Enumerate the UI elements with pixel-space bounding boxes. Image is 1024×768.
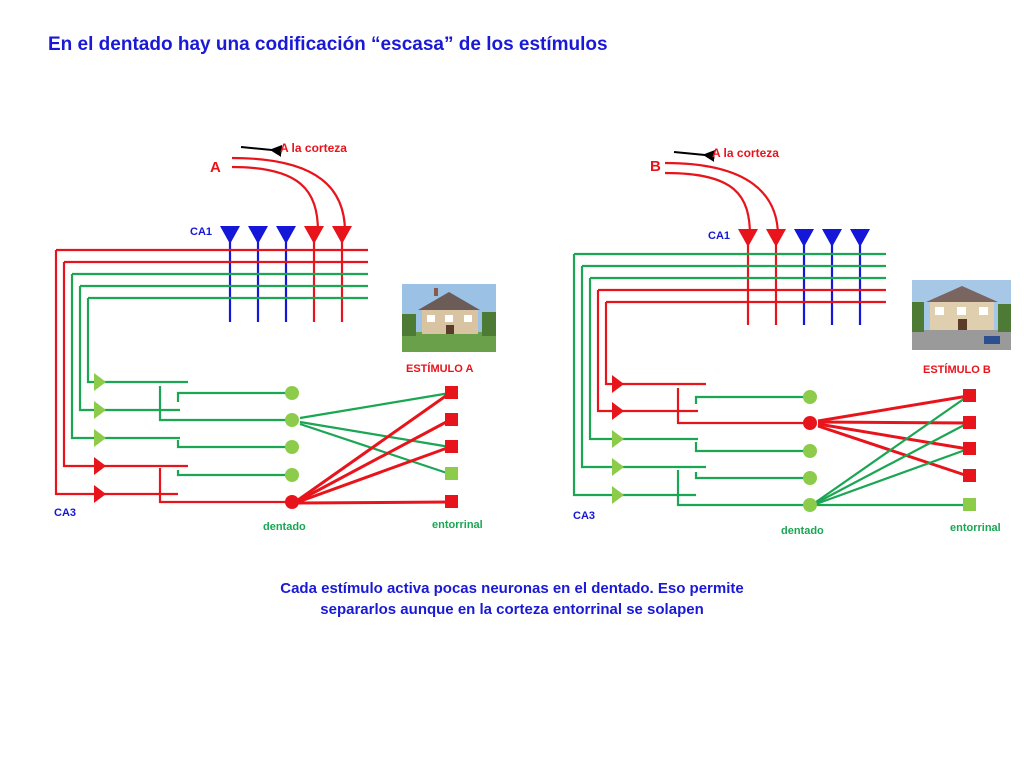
dentate-label-a: dentado	[263, 521, 306, 533]
ca1-neuron	[276, 226, 296, 244]
ca1-neuron	[304, 226, 324, 244]
cortex-label-a: A la corteza	[280, 141, 347, 155]
dentate-neuron	[803, 471, 817, 485]
dentate-neuron	[285, 468, 299, 482]
caption-line-1: Cada estímulo activa pocas neuronas en e…	[280, 580, 744, 597]
house-photo-a	[402, 284, 496, 352]
stimulus-label-b: ESTÍMULO B	[923, 363, 991, 376]
caption-line-2: separarlos aunque en la corteza entorrin…	[320, 601, 704, 618]
dentate-neuron	[803, 498, 817, 512]
entorhinal-neuron	[963, 442, 976, 455]
dentate-neurons-a	[285, 386, 299, 509]
slide-title: En el dentado hay una codificación “esca…	[48, 34, 608, 55]
ca1-neuron	[850, 229, 870, 247]
ca3-neuron	[612, 375, 624, 393]
ca1-neurons-a	[220, 226, 352, 244]
ca3-neuron	[94, 401, 106, 419]
ca1-neuron	[794, 229, 814, 247]
ca1-label-b: CA1	[708, 230, 730, 242]
caption: Cada estímulo activa pocas neuronas en e…	[160, 578, 864, 620]
cortex-label-b: A la corteza	[712, 146, 779, 160]
ca1-neurons-b	[738, 229, 870, 247]
panel-letter-a: A	[210, 159, 221, 176]
ca3-neuron	[94, 373, 106, 391]
stimulus-label-a: ESTÍMULO A	[406, 362, 473, 375]
panel-a: A A la corteza CA1 CA3 dentado entorrina…	[54, 141, 496, 533]
ca1-neuron	[738, 229, 758, 247]
entorhinal-neuron	[445, 467, 458, 480]
ca3-neuron	[94, 429, 106, 447]
entorhinal-neuron	[963, 389, 976, 402]
ca1-label-a: CA1	[190, 226, 212, 238]
dentate-neuron	[803, 416, 817, 430]
dentate-neurons-b	[803, 390, 817, 512]
entorhinal-label-a: entorrinal	[432, 519, 483, 531]
dentate-neuron	[285, 386, 299, 400]
dentate-neuron	[803, 444, 817, 458]
entorhinal-label-b: entorrinal	[950, 522, 1001, 534]
entorhinal-neuron	[445, 440, 458, 453]
panel-letter-b: B	[650, 158, 661, 175]
dentate-neuron	[285, 440, 299, 454]
wires-a	[54, 144, 451, 505]
ca3-neuron	[612, 458, 624, 476]
ca1-neuron	[766, 229, 786, 247]
entorhinal-neuron	[445, 413, 458, 426]
ca1-neuron	[822, 229, 842, 247]
ca3-neurons-a	[94, 373, 106, 503]
ca3-neuron	[612, 486, 624, 504]
house-photo-b	[912, 280, 1011, 350]
ca3-neuron	[94, 485, 106, 503]
dentate-neuron	[285, 413, 299, 427]
dentate-label-b: dentado	[781, 525, 824, 537]
ca3-neuron	[612, 402, 624, 420]
ca1-neuron	[332, 226, 352, 244]
ca3-neuron	[612, 430, 624, 448]
ca1-neuron	[220, 226, 240, 244]
wires-b	[572, 149, 969, 507]
entorhinal-neuron	[963, 416, 976, 429]
ca1-neuron	[248, 226, 268, 244]
panel-b: B A la corteza CA1 CA3 dentado entorrina…	[572, 146, 1011, 537]
entorhinal-neuron	[963, 498, 976, 511]
entorhinal-neuron	[445, 386, 458, 399]
entorhinal-neuron	[963, 469, 976, 482]
ca3-neuron	[94, 457, 106, 475]
dentate-neuron	[285, 495, 299, 509]
ca3-neurons-b	[612, 375, 624, 504]
entorhinal-neuron	[445, 495, 458, 508]
ca3-label-a: CA3	[54, 507, 76, 519]
dentate-neuron	[803, 390, 817, 404]
entorhinal-neurons-b	[963, 389, 976, 511]
entorhinal-neurons-a	[445, 386, 458, 508]
ca3-label-b: CA3	[573, 510, 595, 522]
